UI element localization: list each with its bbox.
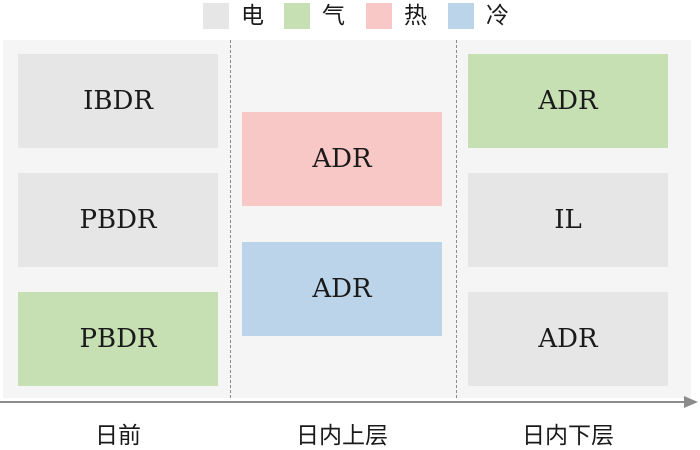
axis-label-intraday-upper: 日内上层 [296, 423, 388, 449]
time-axis-line [0, 401, 686, 403]
axis-label-day-ahead: 日前 [95, 423, 141, 449]
day-ahead-box-3: PBDR [18, 292, 218, 386]
legend-item-heat: 热 [366, 3, 427, 29]
legend-item-electricity: 电 [203, 3, 264, 29]
intraday-upper-box-2: ADR [242, 242, 442, 336]
legend-swatch-cold [448, 3, 474, 29]
column-divider [230, 40, 231, 398]
day-ahead-box-2: PBDR [18, 173, 218, 267]
intraday-upper-box-1: ADR [242, 112, 442, 206]
intraday-lower-box-1: ADR [468, 54, 668, 148]
legend-swatch-gas [284, 3, 310, 29]
axis-label-intraday-lower: 日内下层 [522, 423, 614, 449]
legend-label-cold: 冷 [486, 3, 509, 29]
intraday-lower-box-2: IL [468, 173, 668, 267]
time-axis-arrow-icon [684, 396, 698, 408]
legend-label-electricity: 电 [241, 3, 264, 29]
day-ahead-box-1: IBDR [18, 54, 218, 148]
legend-swatch-heat [366, 3, 392, 29]
legend: 电 气 热 冷 [0, 0, 700, 34]
legend-label-gas: 气 [322, 3, 345, 29]
legend-item-gas: 气 [284, 3, 345, 29]
legend-swatch-electricity [203, 3, 229, 29]
intraday-lower-box-3: ADR [468, 292, 668, 386]
column-divider [456, 40, 457, 398]
legend-item-cold: 冷 [448, 3, 509, 29]
legend-label-heat: 热 [404, 3, 427, 29]
